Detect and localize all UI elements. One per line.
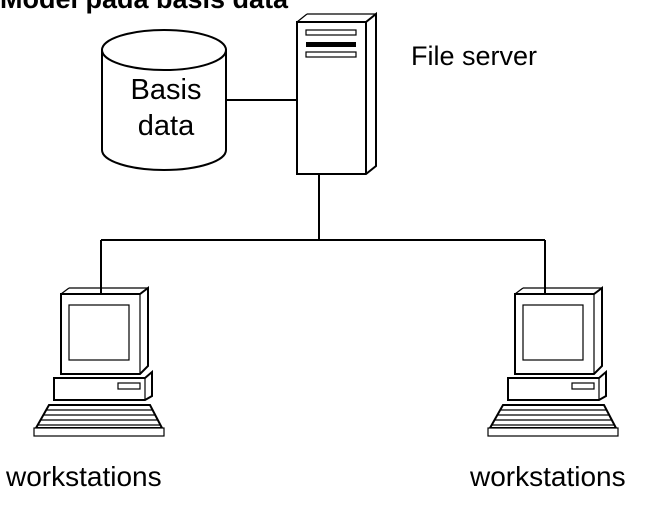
server-tower-icon: [296, 11, 377, 175]
file-server-label: File server: [411, 41, 538, 71]
database-label-line1: Basis: [130, 74, 202, 106]
database-label: Basis data: [106, 72, 226, 144]
database-label-line2: data: [137, 110, 195, 142]
workstation-left-label: workstations: [6, 461, 162, 492]
workstation-computer-icon: [33, 286, 165, 437]
diagram-title: Model pada basis data: [0, 0, 288, 14]
workstation-computer-icon: [487, 286, 619, 437]
database-cylinder-icon: [101, 29, 227, 171]
workstation-right-label: workstations: [470, 461, 626, 492]
